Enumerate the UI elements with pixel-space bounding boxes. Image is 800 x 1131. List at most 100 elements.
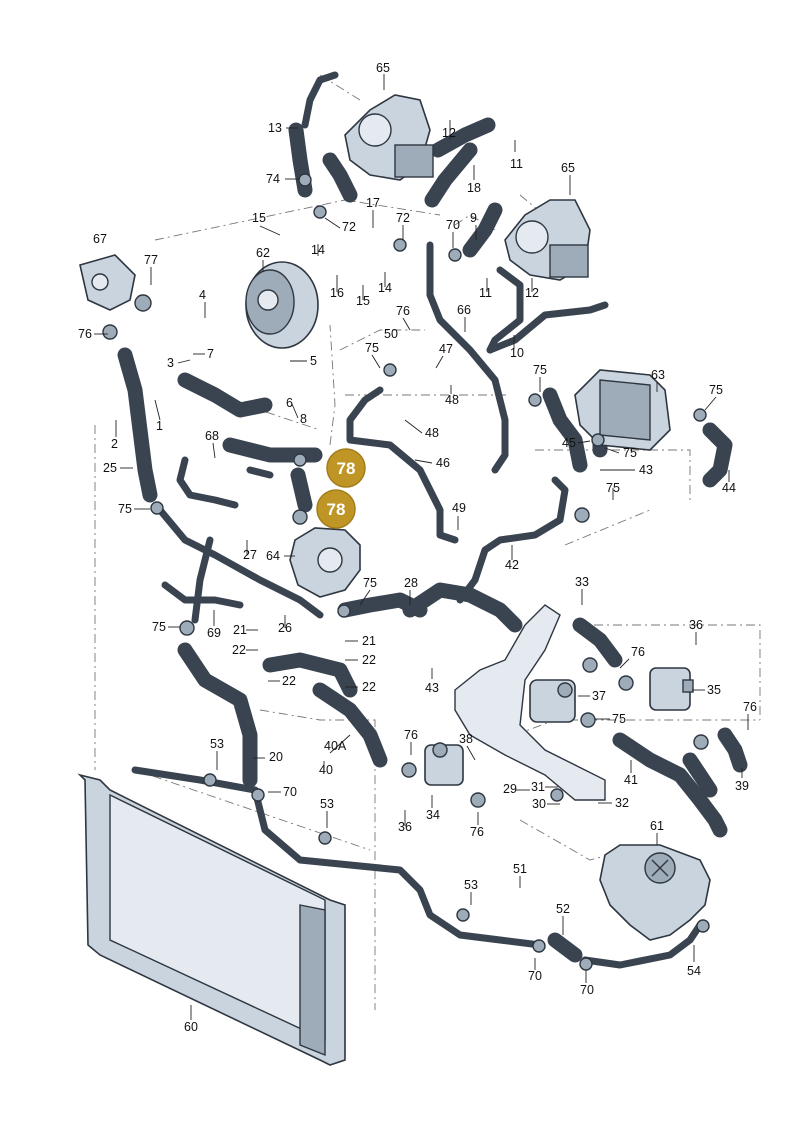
fittings-and-clips — [102, 173, 710, 971]
leader-line-27 — [177, 359, 191, 364]
label-6: 6 — [286, 396, 293, 410]
label-35: 35 — [707, 683, 721, 697]
label-53: 53 — [210, 737, 224, 751]
leader-line-52 — [359, 589, 371, 606]
label-10: 10 — [510, 346, 524, 360]
bracket — [454, 604, 606, 801]
label-18: 18 — [467, 181, 481, 195]
turbocharger-2 — [504, 199, 591, 281]
label-75: 75 — [606, 481, 620, 495]
leader-line-8 — [324, 217, 341, 229]
label-69: 69 — [207, 626, 221, 640]
turbocharger-1 — [344, 94, 434, 181]
leader-line-24 — [402, 317, 411, 331]
label-21: 21 — [362, 634, 376, 648]
label-33: 33 — [575, 575, 589, 589]
label-77: 77 — [144, 253, 158, 267]
leader-line-38 — [404, 419, 423, 434]
leader-line-29 — [435, 355, 444, 369]
thermostat-housing — [79, 254, 136, 311]
label-64: 64 — [266, 549, 280, 563]
leader-line-36 — [291, 403, 299, 419]
callout-78-lower-text: 78 — [327, 500, 346, 519]
label-5: 5 — [310, 354, 317, 368]
label-75: 75 — [533, 363, 547, 377]
water-pump — [289, 527, 361, 598]
label-46: 46 — [436, 456, 450, 470]
label-40A: 40A — [324, 739, 347, 753]
callout-78-upper-text: 78 — [337, 459, 356, 478]
label-14: 14 — [311, 243, 325, 257]
label-7: 7 — [207, 347, 214, 361]
label-22: 22 — [282, 674, 296, 688]
label-11: 11 — [510, 157, 523, 171]
label-20: 20 — [269, 750, 283, 764]
label-67: 67 — [93, 232, 107, 246]
callout-78-lower[interactable]: 78 — [316, 489, 356, 529]
leader-lines — [94, 74, 749, 1020]
expansion-tank — [599, 844, 711, 941]
label-14: 14 — [378, 281, 392, 295]
label-53: 53 — [464, 878, 478, 892]
label-75: 75 — [118, 502, 132, 516]
label-37: 37 — [592, 689, 606, 703]
leader-line-35 — [154, 399, 161, 421]
label-66: 66 — [457, 303, 471, 317]
label-12: 12 — [442, 126, 456, 140]
label-70: 70 — [580, 983, 594, 997]
label-68: 68 — [205, 429, 219, 443]
callout-78-upper[interactable]: 78 — [326, 448, 366, 488]
leader-line-28 — [371, 354, 381, 369]
label-70: 70 — [283, 785, 297, 799]
label-76: 76 — [631, 645, 645, 659]
label-11: 11 — [479, 286, 492, 300]
label-29: 29 — [503, 782, 517, 796]
label-63: 63 — [651, 368, 665, 382]
leader-line-74 — [329, 734, 351, 754]
label-70: 70 — [446, 218, 460, 232]
radiator — [77, 773, 346, 1066]
label-32: 32 — [615, 796, 629, 810]
label-40: 40 — [319, 763, 333, 777]
label-61: 61 — [650, 819, 664, 833]
label-48: 48 — [425, 426, 439, 440]
label-38: 38 — [459, 732, 473, 746]
label-21: 21 — [233, 623, 247, 637]
label-72: 72 — [396, 211, 410, 225]
oil-cooler — [574, 369, 671, 451]
label-16: 16 — [330, 286, 344, 300]
label-75: 75 — [365, 341, 379, 355]
label-1: 1 — [156, 419, 163, 433]
label-22: 22 — [362, 653, 376, 667]
label-76: 76 — [404, 728, 418, 742]
part-labels: 65 13 74 12 11 18 65 15 72 17 72 70 9 14… — [78, 61, 757, 1034]
label-15: 15 — [356, 294, 370, 308]
label-42: 42 — [505, 558, 519, 572]
label-75: 75 — [152, 620, 166, 634]
label-15: 15 — [252, 211, 266, 225]
leader-line-71 — [466, 745, 476, 761]
label-75: 75 — [612, 712, 626, 726]
leader-line-40 — [577, 440, 591, 444]
label-48: 48 — [445, 393, 459, 407]
label-76: 76 — [78, 327, 92, 341]
label-60: 60 — [184, 1020, 198, 1034]
label-27: 27 — [243, 548, 257, 562]
label-2: 2 — [111, 437, 118, 451]
label-75: 75 — [709, 383, 723, 397]
label-28: 28 — [404, 576, 418, 590]
label-41: 41 — [624, 773, 638, 787]
leader-line-39 — [212, 442, 216, 459]
label-43: 43 — [425, 681, 439, 695]
label-74: 74 — [266, 172, 280, 186]
label-76: 76 — [396, 304, 410, 318]
label-75: 75 — [623, 446, 637, 460]
label-9: 9 — [470, 211, 477, 225]
label-45: 45 — [562, 436, 576, 450]
label-65: 65 — [561, 161, 575, 175]
label-52: 52 — [556, 902, 570, 916]
label-12: 12 — [525, 286, 539, 300]
label-49: 49 — [452, 501, 466, 515]
leader-line-42 — [414, 459, 433, 464]
label-44: 44 — [722, 481, 736, 495]
